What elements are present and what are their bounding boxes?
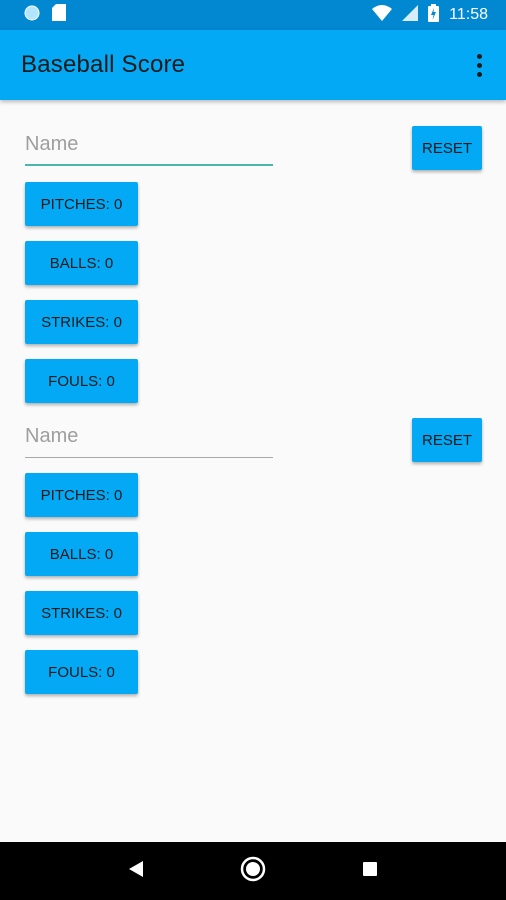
clock: 11:58: [449, 6, 488, 23]
team-2-strikes-button[interactable]: STRIKES: 0: [25, 591, 138, 635]
team-1-balls-button[interactable]: BALLS: 0: [25, 241, 138, 285]
status-left: [24, 4, 66, 26]
team-1-name-input[interactable]: [25, 126, 273, 166]
recents-icon[interactable]: [361, 860, 379, 883]
app-bar: Baseball Score: [0, 30, 506, 100]
status-bar: 11:58: [0, 0, 506, 30]
status-right: 11:58: [372, 3, 488, 27]
app-title: Baseball Score: [21, 51, 186, 78]
signal-icon: [402, 4, 419, 26]
team-1-reset-button[interactable]: RESET: [412, 126, 482, 170]
more-vert-icon[interactable]: [471, 48, 488, 83]
navigation-bar: [0, 842, 506, 900]
home-icon[interactable]: [240, 856, 266, 887]
back-icon[interactable]: [127, 859, 145, 884]
team-1-pitches-button[interactable]: PITCHES: 0: [25, 182, 138, 226]
sd-card-icon: [52, 4, 66, 26]
wifi-icon: [372, 4, 393, 26]
team-2-pitches-button[interactable]: PITCHES: 0: [25, 473, 138, 517]
team-2-balls-button[interactable]: BALLS: 0: [25, 532, 138, 576]
team-2-reset-button[interactable]: RESET: [412, 418, 482, 462]
circle-icon: [24, 5, 40, 26]
battery-charging-icon: [428, 3, 440, 27]
team-2-fouls-button[interactable]: FOULS: 0: [25, 650, 138, 694]
team-1-strikes-button[interactable]: STRIKES: 0: [25, 300, 138, 344]
team-2-name-input[interactable]: [25, 418, 273, 458]
team-1-fouls-button[interactable]: FOULS: 0: [25, 359, 138, 403]
